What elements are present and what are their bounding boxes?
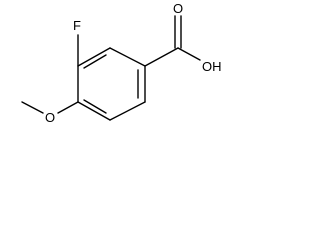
aromatic-inner-bond-3 [83, 54, 107, 69]
hydroxyl-label: OH [202, 59, 222, 74]
aromatic-inner-bond-2 [83, 99, 107, 114]
methoxy-oxygen-bond [57, 101, 79, 114]
molecule-svg: F O O OH [21, 1, 222, 125]
methyl-bond [21, 101, 44, 114]
fluorine-label: F [73, 18, 81, 33]
carbonyl-oxygen-label: O [173, 1, 183, 16]
ring-bond-4 [77, 101, 111, 121]
ring-bond-3 [109, 101, 146, 121]
structure-diagram: F O O OH [0, 0, 230, 138]
methoxy-oxygen-label: O [45, 110, 55, 125]
hydroxyl-bond [177, 47, 201, 61]
ring-bond-6 [77, 47, 111, 67]
carboxyl-carbon-bond [144, 47, 179, 67]
ring-bond-1 [109, 47, 146, 67]
